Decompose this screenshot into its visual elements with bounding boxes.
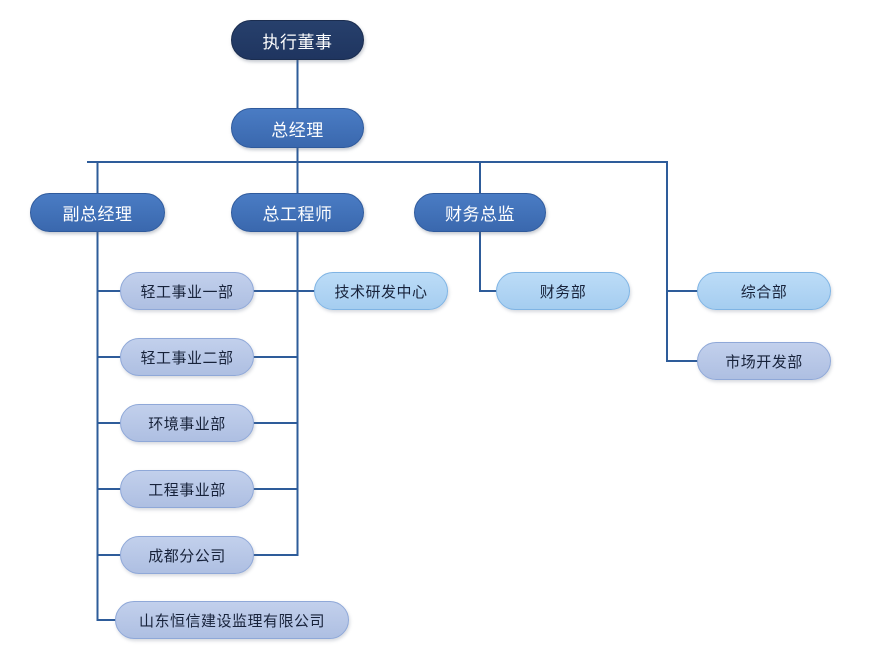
org-node-chief-engineer[interactable]: 总工程师 (231, 193, 364, 232)
org-node-label: 财务总监 (445, 205, 515, 224)
org-node-label: 技术研发中心 (334, 283, 428, 301)
org-node-comprehensive-dept[interactable]: 综合部 (697, 272, 831, 310)
org-node-label: 山东恒信建设监理有限公司 (138, 612, 325, 630)
org-node-finance-director[interactable]: 财务总监 (414, 193, 546, 232)
org-node-light-industry-div-2[interactable]: 轻工事业二部 (120, 338, 254, 376)
org-node-general-manager[interactable]: 总经理 (231, 108, 364, 148)
org-node-deputy-general-manager[interactable]: 副总经理 (30, 193, 165, 232)
org-node-light-industry-div-1[interactable]: 轻工事业一部 (120, 272, 254, 310)
org-node-market-development-dept[interactable]: 市场开发部 (697, 342, 831, 380)
org-node-label: 市场开发部 (725, 353, 803, 371)
org-node-label: 总工程师 (262, 205, 333, 224)
org-node-environment-div[interactable]: 环境事业部 (120, 404, 254, 442)
org-node-label: 轻工事业二部 (140, 349, 234, 367)
org-node-shandong-hengxin[interactable]: 山东恒信建设监理有限公司 (115, 601, 349, 639)
org-node-label: 环境事业部 (148, 415, 226, 433)
org-node-label: 总经理 (271, 120, 324, 140)
org-node-engineering-div[interactable]: 工程事业部 (120, 470, 254, 508)
org-node-label: 副总经理 (62, 205, 133, 224)
org-node-chengdu-branch[interactable]: 成都分公司 (120, 536, 254, 574)
org-node-label: 工程事业部 (148, 481, 226, 499)
org-node-exec-director[interactable]: 执行董事 (231, 20, 364, 60)
org-node-label: 轻工事业一部 (140, 283, 234, 301)
org-node-label: 执行董事 (262, 32, 333, 52)
org-node-finance-dept[interactable]: 财务部 (496, 272, 630, 310)
org-node-label: 财务部 (539, 283, 587, 301)
org-node-tech-rnd-center[interactable]: 技术研发中心 (314, 272, 448, 310)
org-node-label: 综合部 (740, 283, 788, 301)
org-node-label: 成都分公司 (148, 547, 226, 565)
